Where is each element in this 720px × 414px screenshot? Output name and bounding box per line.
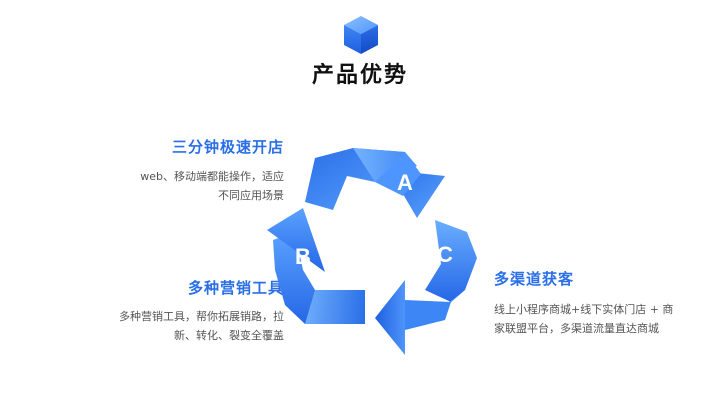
page-title: 产品优势 [311, 63, 408, 88]
arrow-b-icon [267, 208, 325, 272]
desc-line: 家联盟平台，多渠道流量直达商城 [494, 322, 659, 335]
cube-icon [344, 16, 378, 54]
segment-a [305, 148, 445, 218]
recycle-diagram: A B C [267, 148, 477, 355]
node-label-c: C [437, 242, 453, 267]
segment-c [375, 220, 477, 355]
feature-desc-open-store: web、移动端都能操作，适应 不同应用场景 [140, 167, 284, 205]
feature-title-open-store: 三分钟极速开店 [171, 138, 284, 156]
feature-title-multichannel: 多渠道获客 [494, 270, 575, 288]
desc-line: 新、转化、裂变全覆盖 [174, 329, 284, 342]
node-label-b: B [295, 244, 311, 269]
desc-line: 不同应用场景 [218, 189, 284, 202]
node-label-a: A [397, 170, 413, 195]
segment-b [267, 208, 365, 324]
desc-line: 线上小程序商城+线下实体门店 + 商 [494, 303, 674, 316]
arrow-c-icon [375, 280, 405, 355]
feature-desc-multichannel: 线上小程序商城+线下实体门店 + 商 家联盟平台，多渠道流量直达商城 [494, 300, 673, 338]
desc-line: web、移动端都能操作，适应 [140, 170, 284, 183]
feature-title-marketing-tools: 多种营销工具 [187, 279, 284, 297]
desc-line: 多种营销工具，帮你拓展销路，拉 [119, 310, 284, 323]
feature-desc-marketing-tools: 多种营销工具，帮你拓展销路，拉 新、转化、裂变全覆盖 [119, 307, 284, 345]
